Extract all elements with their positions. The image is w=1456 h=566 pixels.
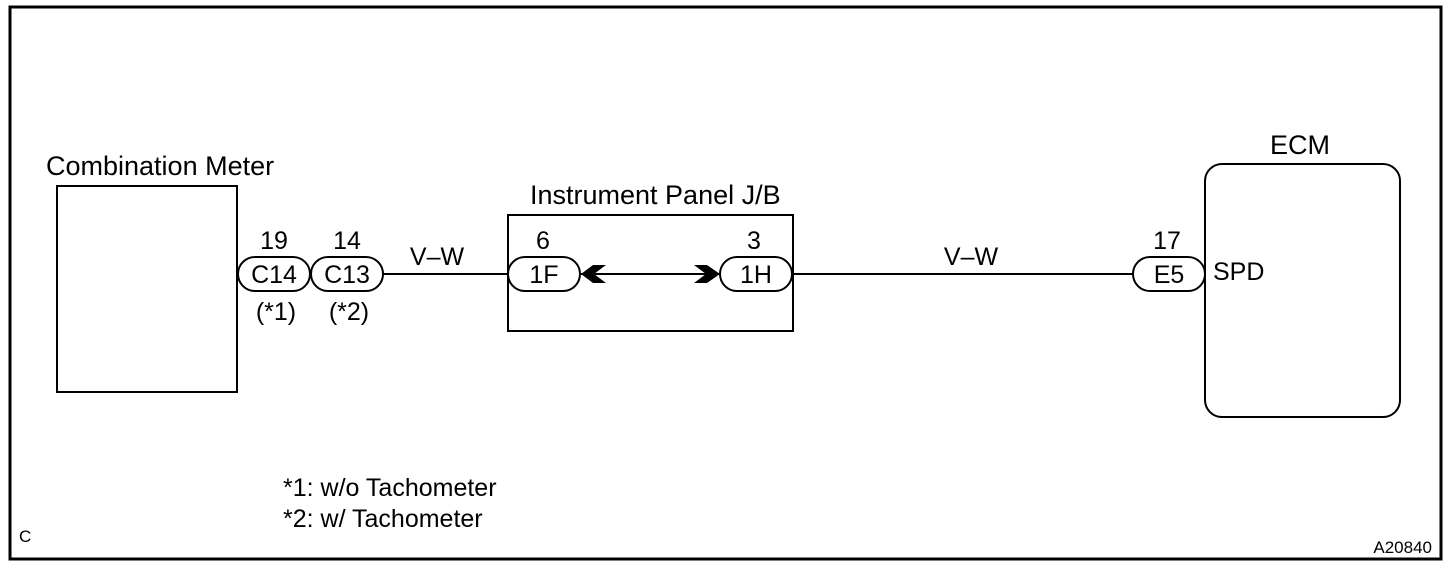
- e5-connector-code: E5: [1154, 261, 1185, 289]
- diagram-frame: [8, 5, 1443, 561]
- c14-pin-number: 19: [260, 227, 288, 255]
- c13-pin-number: 14: [333, 227, 361, 255]
- c13-footnote-ref: (*2): [329, 298, 369, 326]
- e5-pin-number: 17: [1153, 227, 1181, 255]
- wire-right-color-label: V–W: [944, 243, 999, 271]
- right-chevron-icon: [694, 265, 720, 283]
- junction-block-label: Instrument Panel J/B: [530, 180, 781, 210]
- footnote-1: *1: w/o Tachometer: [283, 474, 497, 502]
- jb-1f-connector-code: 1F: [529, 261, 558, 289]
- ecm-spd-terminal-label: SPD: [1213, 258, 1264, 286]
- corner-code-left: C: [19, 527, 31, 546]
- ecm-label: ECM: [1270, 130, 1330, 160]
- combination-meter-label: Combination Meter: [46, 151, 274, 181]
- c13-connector-code: C13: [324, 261, 370, 289]
- jb-1f-pin-number: 6: [536, 227, 550, 255]
- wire-left-color-label: V–W: [410, 243, 465, 271]
- c14-connector-code: C14: [251, 261, 297, 289]
- left-chevron-icon: [581, 265, 606, 283]
- c14-footnote-ref: (*1): [256, 298, 296, 326]
- combination-meter-box: [56, 185, 238, 393]
- ecm-box: [1204, 163, 1401, 418]
- jb-1h-connector-code: 1H: [740, 261, 772, 289]
- corner-code-right: A20840: [1373, 538, 1432, 557]
- footnote-2: *2: w/ Tachometer: [283, 505, 483, 533]
- jb-1h-pin-number: 3: [747, 227, 761, 255]
